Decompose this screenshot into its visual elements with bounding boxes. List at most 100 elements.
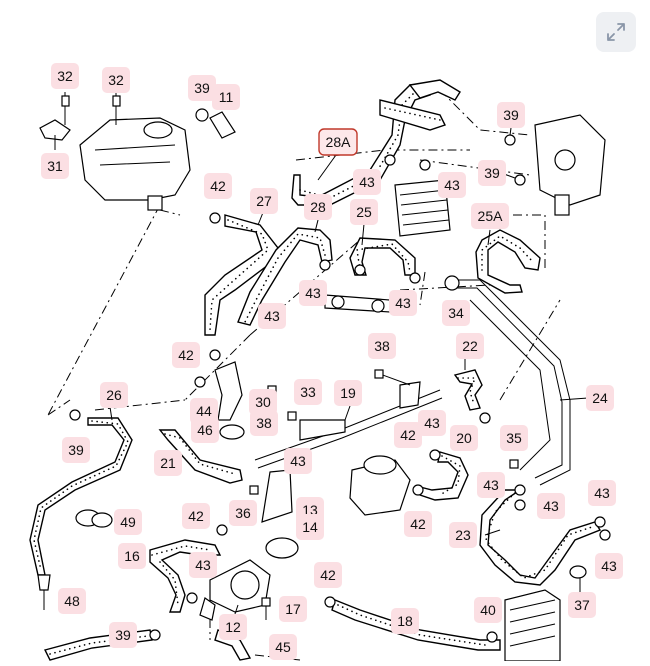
callout-number: 12 [225,619,241,635]
callout-number: 45 [275,639,291,655]
callout-number: 42 [320,567,336,583]
callout-badge [368,333,396,359]
callout-37: 37 [568,592,596,618]
callout-number: 48 [64,593,80,609]
callout-43a: 43 [353,169,381,195]
callout-badge [304,194,332,220]
callout-badge [471,203,509,229]
callout-number: 28 [310,199,326,215]
callout-number: 43 [290,453,306,469]
callout-43h: 43 [477,472,505,498]
callout-number: 22 [462,338,478,354]
callout-14: 14 [296,514,324,540]
callout-20: 20 [450,425,478,451]
callout-badge [353,169,381,195]
callout-38a: 38 [368,333,396,359]
callout-number: 43 [305,285,321,301]
callout-42e: 42 [404,511,432,537]
callout-badge [102,67,130,93]
callout-31: 31 [41,153,69,179]
callout-badge [212,84,240,110]
callout-number: 35 [506,430,522,446]
callout-number: 44 [196,403,212,419]
callout-38b: 38 [250,410,278,436]
callout-badge [188,75,216,101]
callout-badge [172,342,200,368]
callout-number: 37 [574,597,590,613]
callout-43j: 43 [588,480,616,506]
callout-28A: 28A [318,128,358,156]
callout-35: 35 [500,425,528,451]
callout-48: 48 [58,588,86,614]
callout-number: 19 [340,385,356,401]
callout-34: 34 [442,300,470,326]
callout-badge [250,410,278,436]
callout-badge [350,199,378,225]
callout-badge [389,290,417,316]
callout-number: 39 [68,442,84,458]
expand-button[interactable] [596,12,636,52]
callout-badge [41,153,69,179]
callout-11: 11 [212,84,240,110]
callout-42f: 42 [314,562,342,588]
callout-number: 39 [115,627,131,643]
callout-number: 24 [592,390,608,406]
callout-number: 39 [194,80,210,96]
callout-16: 16 [118,543,146,569]
callout-badge [100,382,128,408]
callout-39c: 39 [478,160,506,186]
callout-badge [118,543,146,569]
callout-number: 39 [503,107,519,123]
callout-19: 19 [334,380,362,406]
callout-badge [269,634,297,660]
callout-number: 16 [124,548,140,564]
callout-12: 12 [219,614,247,640]
callout-number: 43 [264,308,280,324]
callout-40: 40 [474,597,502,623]
callout-27: 27 [250,188,278,214]
callout-number: 43 [601,558,617,574]
callout-number: 42 [410,516,426,532]
callout-43g: 43 [284,448,312,474]
callout-43i: 43 [537,493,565,519]
callout-badge [51,63,79,89]
callout-number: 46 [197,422,213,438]
callout-badge [182,503,210,529]
callout-number: 27 [256,193,272,209]
callout-badge [191,417,219,443]
callout-43e: 43 [258,303,286,329]
callout-25: 25 [350,199,378,225]
callout-22: 22 [456,333,484,359]
callout-number: 42 [188,508,204,524]
callout-number: 14 [302,519,318,535]
callout-number: 43 [359,174,375,190]
callout-number: 34 [448,305,464,321]
callout-number: 28A [326,134,352,150]
callout-badge [62,437,90,463]
callout-badge [497,102,525,128]
callout-badge [219,614,247,640]
callout-badge [314,562,342,588]
callout-badge [109,622,137,648]
callout-43d: 43 [389,290,417,316]
callout-number: 38 [256,415,272,431]
callout-badge [477,472,505,498]
callout-number: 43 [424,415,440,431]
callout-number: 11 [219,89,234,105]
callout-number: 30 [255,394,271,410]
callout-number: 49 [120,514,136,530]
callout-badge [189,552,217,578]
callout-number: 42 [178,347,194,363]
pipe-group [254,279,571,486]
callout-number: 31 [47,158,63,174]
callout-number: 43 [543,498,559,514]
callout-36: 36 [229,500,257,526]
callout-number: 43 [444,177,460,193]
callout-number: 43 [483,477,499,493]
callout-number: 40 [480,602,496,618]
callout-32b: 32 [102,67,130,93]
callout-badge [250,188,278,214]
